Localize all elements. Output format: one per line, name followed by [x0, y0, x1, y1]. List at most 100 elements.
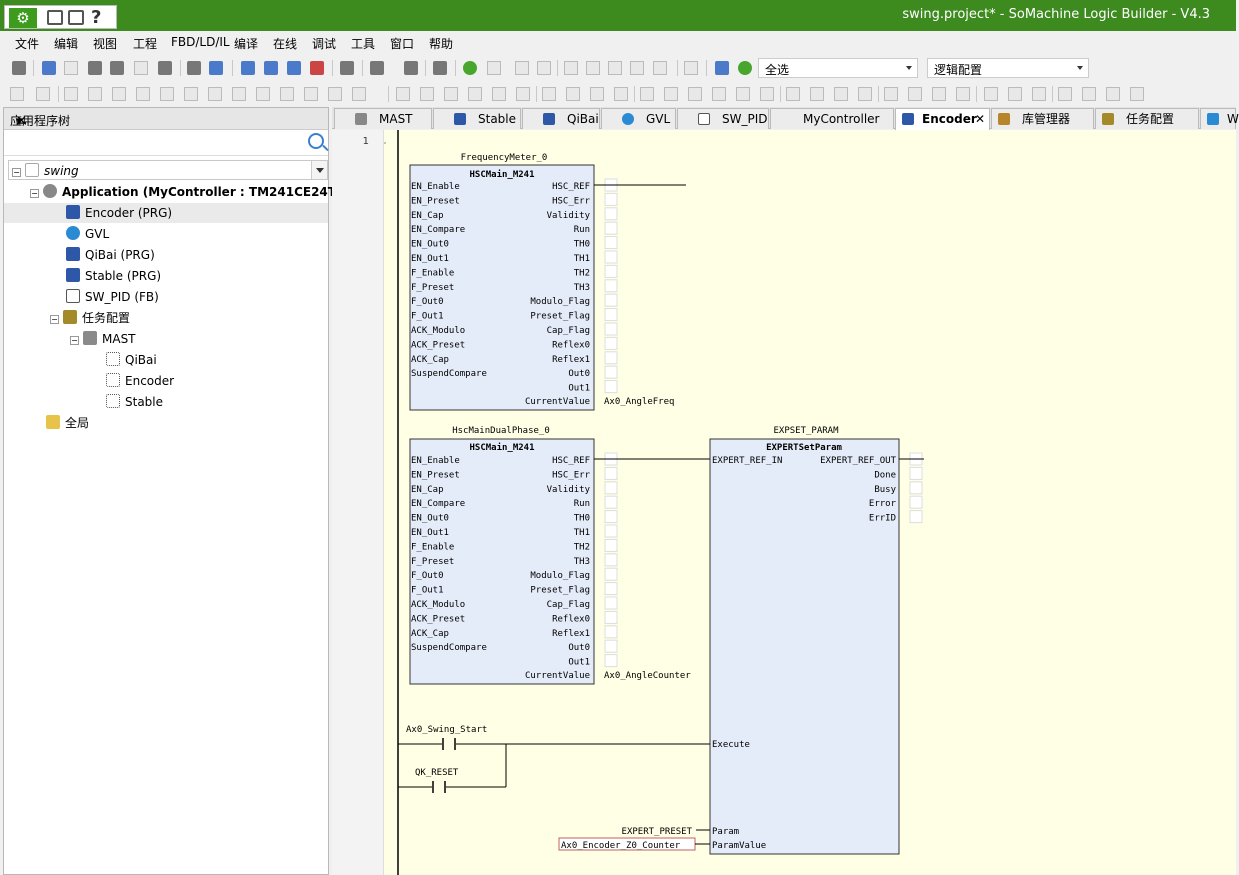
fbd-tool-icon[interactable] [884, 87, 898, 101]
tab-library-manager[interactable]: 库管理器 [991, 108, 1094, 129]
fbd-tool-icon[interactable] [760, 87, 774, 101]
select-active-icon[interactable] [738, 61, 752, 75]
tab-w[interactable]: W [1200, 108, 1239, 129]
tree-node-mast[interactable]: −MAST [70, 329, 136, 349]
cut-icon[interactable] [88, 61, 102, 75]
fbd-tool-icon[interactable] [858, 87, 872, 101]
menu-online[interactable]: 在线 [273, 37, 298, 51]
fbd-tool-icon[interactable] [810, 87, 824, 101]
menu-tools[interactable]: 工具 [351, 37, 376, 51]
fbd-tool-icon[interactable] [88, 87, 102, 101]
tree-node-task-qibai[interactable]: QiBai [106, 350, 157, 370]
reset-icon[interactable] [653, 61, 667, 75]
tab-task-config[interactable]: 任务配置 [1095, 108, 1199, 129]
tree-node-global[interactable]: 全局 [46, 413, 89, 433]
fbd-tool-icon[interactable] [590, 87, 604, 101]
step-over-icon[interactable] [564, 61, 578, 75]
tab-qibai[interactable]: QiBai [522, 108, 600, 129]
fb-pin-slot[interactable] [604, 380, 618, 394]
fbd-tool-icon[interactable] [280, 87, 294, 101]
fbd-tool-icon[interactable] [640, 87, 654, 101]
fbd-tool-icon[interactable] [984, 87, 998, 101]
tab-encoder[interactable]: Encoder✕ [895, 108, 990, 130]
tree-node-stable[interactable]: Stable (PRG) [66, 266, 161, 286]
fb-pin-slot[interactable] [604, 308, 618, 322]
fbd-tool-icon[interactable] [542, 87, 556, 101]
close-icon[interactable]: ✕ [16, 114, 27, 129]
fb-pin-slot[interactable] [604, 192, 618, 206]
fbd-tool-icon[interactable] [834, 87, 848, 101]
fb-pin-slot[interactable] [604, 279, 618, 293]
undo-icon[interactable] [42, 61, 56, 75]
fbd-tool-icon[interactable] [112, 87, 126, 101]
fb-pin-slot[interactable] [604, 207, 618, 221]
fb-pin-slot[interactable] [909, 495, 923, 509]
tab-mast[interactable]: MAST [334, 108, 432, 129]
collapse-icon[interactable]: − [12, 168, 21, 177]
param-var[interactable]: EXPERT_PRESET [622, 827, 693, 837]
current-value-var[interactable]: Ax0_AngleCounter [604, 671, 691, 681]
tree-node-application[interactable]: −Application (MyController : TM241CE24T/… [30, 182, 356, 202]
find-icon[interactable] [187, 61, 201, 75]
device-icon[interactable] [715, 61, 729, 75]
fbd-tool-icon[interactable] [256, 87, 270, 101]
stop-icon[interactable] [537, 61, 551, 75]
param-value-var[interactable]: Ax0_Encoder_Z0_Counter [561, 841, 681, 851]
fb-box[interactable] [409, 438, 595, 685]
fb-pin-slot[interactable] [604, 236, 618, 250]
tree-search[interactable] [4, 130, 328, 156]
fbd-tool-icon[interactable] [614, 87, 628, 101]
fbd-tool-icon[interactable] [396, 87, 410, 101]
help-icon[interactable]: ? [91, 7, 102, 28]
next-statement-icon[interactable] [684, 61, 698, 75]
fb-pin-slot[interactable] [604, 365, 618, 379]
chevron-down-icon[interactable] [311, 161, 327, 179]
fb-pin-slot[interactable] [604, 610, 618, 624]
fb-pin-slot[interactable] [604, 351, 618, 365]
fbd-editor[interactable]: 1 FrequencyMeter_0 HSCMain_M241 EN_Enabl… [332, 130, 1236, 875]
fbd-tool-icon[interactable] [232, 87, 246, 101]
fb-pin-slot[interactable] [604, 538, 618, 552]
fb-box[interactable] [409, 164, 595, 411]
fb-pin-slot[interactable] [604, 250, 618, 264]
tree-node-task-config[interactable]: −任务配置 [50, 308, 130, 328]
menu-build[interactable]: 编译 [234, 37, 259, 51]
fbd-tool-icon[interactable] [1008, 87, 1022, 101]
fb-pin-slot[interactable] [604, 510, 618, 524]
collapse-icon[interactable]: − [50, 315, 59, 324]
fbd-diagram[interactable]: FrequencyMeter_0 HSCMain_M241 EN_EnableE… [384, 130, 1236, 875]
fb-box[interactable] [709, 438, 900, 855]
fbd-tool-icon[interactable] [956, 87, 970, 101]
select-combo[interactable]: 全选 [758, 58, 918, 78]
fbd-tool-icon[interactable] [64, 87, 78, 101]
fb-pin-slot[interactable] [604, 264, 618, 278]
copy-icon[interactable] [110, 61, 124, 75]
fbd-tool-icon[interactable] [420, 87, 434, 101]
panel-menu-icon[interactable]: ▾ [16, 114, 23, 129]
fb-pin-slot[interactable] [604, 596, 618, 610]
breakpoint-toggle-icon[interactable] [264, 61, 278, 75]
fbd-tool-icon[interactable] [1106, 87, 1120, 101]
tab-stable[interactable]: Stable [433, 108, 521, 129]
fbd-tool-icon[interactable] [712, 87, 726, 101]
fbd-tool-icon[interactable] [932, 87, 946, 101]
fb-hscmaindualphase[interactable]: HscMainDualPhase_0 HSCMain_M241 EN_Enabl… [409, 426, 710, 685]
fbd-tool-icon[interactable] [468, 87, 482, 101]
pin-icon[interactable]: ꟷ [16, 117, 27, 132]
fbd-tool-icon[interactable] [786, 87, 800, 101]
menu-file[interactable]: 文件 [15, 37, 40, 51]
breakpoint-clear-icon[interactable] [310, 61, 324, 75]
fbd-tool-icon[interactable] [664, 87, 678, 101]
fbd-tool-icon[interactable] [1032, 87, 1046, 101]
breakpoint-icon[interactable] [241, 61, 255, 75]
fbd-tool-icon[interactable] [566, 87, 580, 101]
menu-debug[interactable]: 调试 [312, 37, 337, 51]
fb-pin-slot[interactable] [604, 553, 618, 567]
fb-pin-slot[interactable] [604, 567, 618, 581]
fb-pin-slot[interactable] [604, 654, 618, 668]
fbd-tool-icon[interactable] [208, 87, 222, 101]
fb-expset-param[interactable]: EXPSET_PARAM EXPERTSetParam EXPERT_REF_I… [709, 426, 924, 855]
step-out-icon[interactable] [608, 61, 622, 75]
close-icon[interactable]: ✕ [974, 112, 985, 126]
